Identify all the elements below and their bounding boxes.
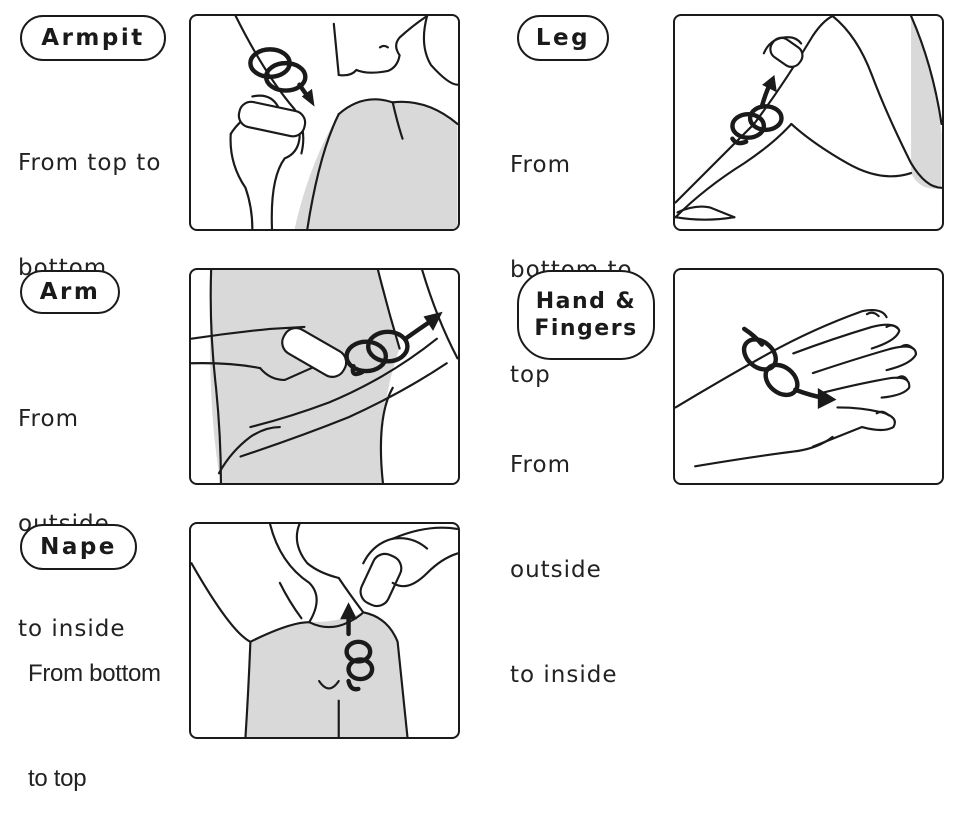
arm-illustration (189, 268, 460, 485)
armpit-instruction-line-1: From top to (18, 150, 162, 176)
leg-illustration (673, 14, 944, 231)
nape-instruction-line-2: to top (28, 765, 87, 792)
leg-instruction-line-1: From (510, 152, 571, 178)
nape-instruction-line-1: From bottom (28, 660, 161, 687)
leg-instructions: From bottom to top (510, 78, 633, 428)
hand-fingers-instruction-line-1: From (510, 452, 571, 478)
leg-instruction-line-3: top (510, 362, 551, 388)
hand-fingers-instructions: From outside to inside (510, 378, 618, 728)
arm-label-text: Arm (39, 279, 101, 305)
leg-label-text: Leg (535, 25, 591, 51)
hand-fingers-label: Hand & Fingers (517, 270, 655, 360)
nape-illustration (189, 522, 460, 739)
nape-label: Nape (20, 524, 137, 570)
nape-instructions: From bottom to top (28, 586, 161, 831)
leg-label: Leg (517, 15, 609, 61)
armpit-label: Armpit (20, 15, 166, 61)
hand-fingers-instruction-line-3: to inside (510, 662, 618, 688)
arm-instruction-line-1: From (18, 406, 79, 432)
armpit-label-text: Armpit (41, 25, 145, 51)
armpit-illustration (189, 14, 460, 231)
hand-fingers-illustration (673, 268, 944, 485)
hand-fingers-label-line-2: Fingers (534, 316, 638, 341)
arm-label: Arm (20, 270, 120, 314)
nape-label-text: Nape (40, 534, 117, 560)
hand-fingers-instruction-line-2: outside (510, 557, 602, 583)
arm-instruction-line-3: to inside (18, 616, 126, 642)
hand-fingers-label-line-1: Hand & (535, 289, 637, 314)
